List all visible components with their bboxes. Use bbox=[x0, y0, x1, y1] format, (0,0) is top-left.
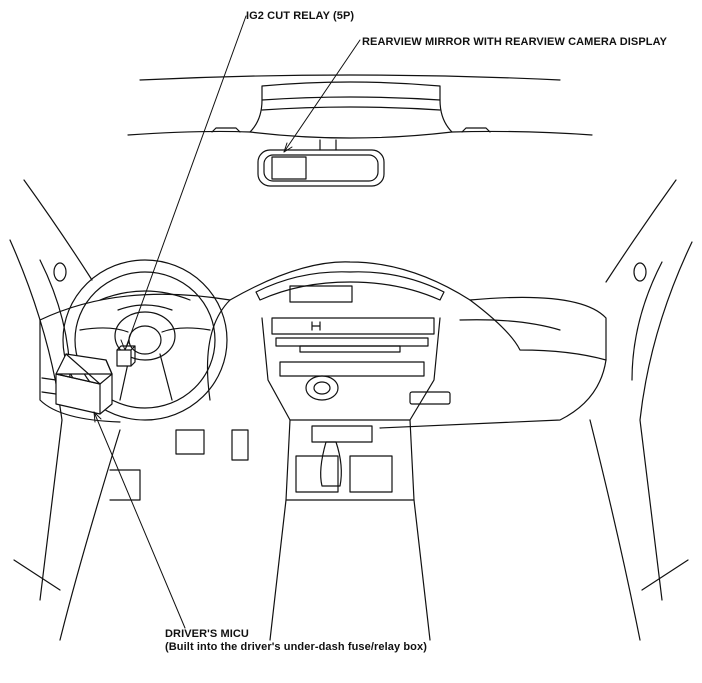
brake-pedal bbox=[175, 429, 205, 455]
gear-shifter bbox=[320, 441, 342, 487]
floor bbox=[59, 419, 641, 641]
ig2-cut-relay bbox=[116, 345, 136, 367]
glovebox-handle bbox=[409, 391, 451, 405]
center-stack bbox=[255, 271, 445, 421]
leader-lines bbox=[93, 15, 361, 629]
rearview-mirror-label: REARVIEW MIRROR WITH REARVIEW CAMERA DIS… bbox=[362, 36, 668, 48]
rearview-camera-display bbox=[271, 156, 307, 180]
center-display bbox=[289, 285, 353, 303]
climate-panel bbox=[279, 361, 425, 377]
center-knob bbox=[305, 375, 339, 401]
hazard-panel bbox=[271, 317, 435, 335]
mirror-leader-line bbox=[283, 39, 361, 153]
drivers-micu-title: DRIVER'S MICU bbox=[165, 628, 249, 640]
drivers-micu-label: DRIVER'S MICU (Built into the driver's u… bbox=[165, 628, 427, 654]
a-pillars bbox=[9, 179, 693, 601]
micu-leader-line bbox=[93, 411, 186, 629]
ig2-cut-relay-label: IG2 CUT RELAY (5P) bbox=[246, 10, 355, 22]
center-console bbox=[269, 419, 431, 641]
steering-hub bbox=[128, 325, 162, 355]
drivers-micu-box bbox=[41, 353, 113, 415]
steering-wheel bbox=[62, 259, 228, 421]
windshield-frame bbox=[127, 74, 593, 139]
accelerator-pedal bbox=[231, 429, 249, 461]
rearview-mirror bbox=[257, 139, 385, 187]
ig2-leader-line bbox=[124, 15, 247, 351]
dashboard bbox=[39, 261, 607, 429]
drivers-micu-note: (Built into the driver's under-dash fuse… bbox=[165, 641, 427, 653]
